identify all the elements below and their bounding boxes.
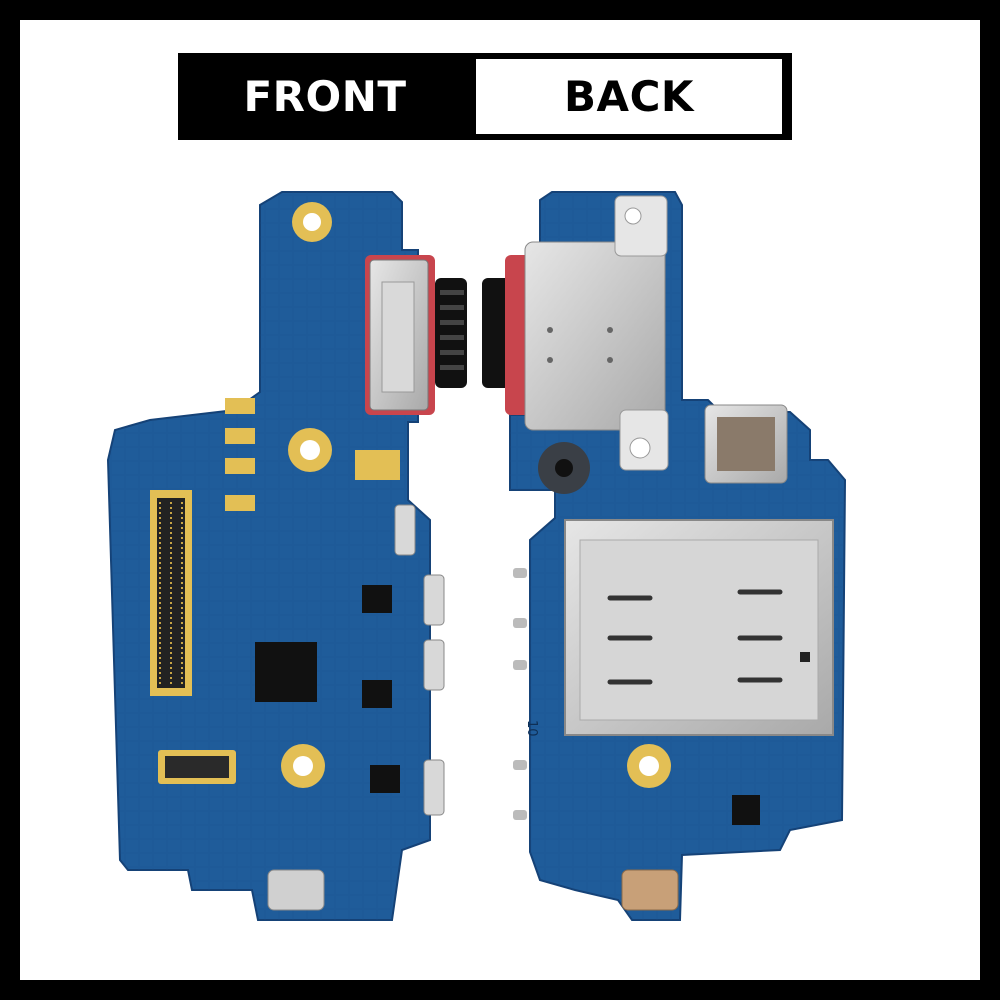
ic-chip	[732, 795, 760, 825]
ic-chip	[370, 765, 400, 793]
ic-chip	[362, 680, 392, 708]
mounting-hole	[281, 744, 325, 788]
mounting-hole	[288, 428, 332, 472]
ic-chip	[362, 585, 392, 613]
microphone	[538, 442, 590, 494]
sim-card-tray	[564, 519, 834, 736]
front-label: FRONT	[178, 53, 472, 140]
mounting-hole	[627, 744, 671, 788]
mounting-hole	[292, 202, 332, 242]
image-frame: FRONT BACK	[20, 20, 980, 980]
ic-chip	[355, 450, 400, 480]
flex-connector	[158, 750, 236, 784]
back-label: BACK	[476, 59, 782, 134]
bottom-connector	[621, 869, 679, 911]
front-board	[106, 191, 467, 921]
bottom-connector	[267, 869, 325, 911]
spring-contact	[394, 504, 445, 816]
side-pins	[513, 568, 527, 820]
product-photo: 10	[106, 191, 847, 921]
usb-c-port-front	[365, 255, 467, 415]
silkscreen-number: 10	[524, 720, 539, 737]
board-connector	[150, 490, 192, 696]
shield-module	[704, 404, 788, 484]
view-label-bar: FRONT BACK	[178, 53, 792, 140]
usb-c-port-back	[482, 195, 669, 471]
ic-chip	[255, 642, 317, 702]
back-board: 10	[482, 191, 847, 921]
